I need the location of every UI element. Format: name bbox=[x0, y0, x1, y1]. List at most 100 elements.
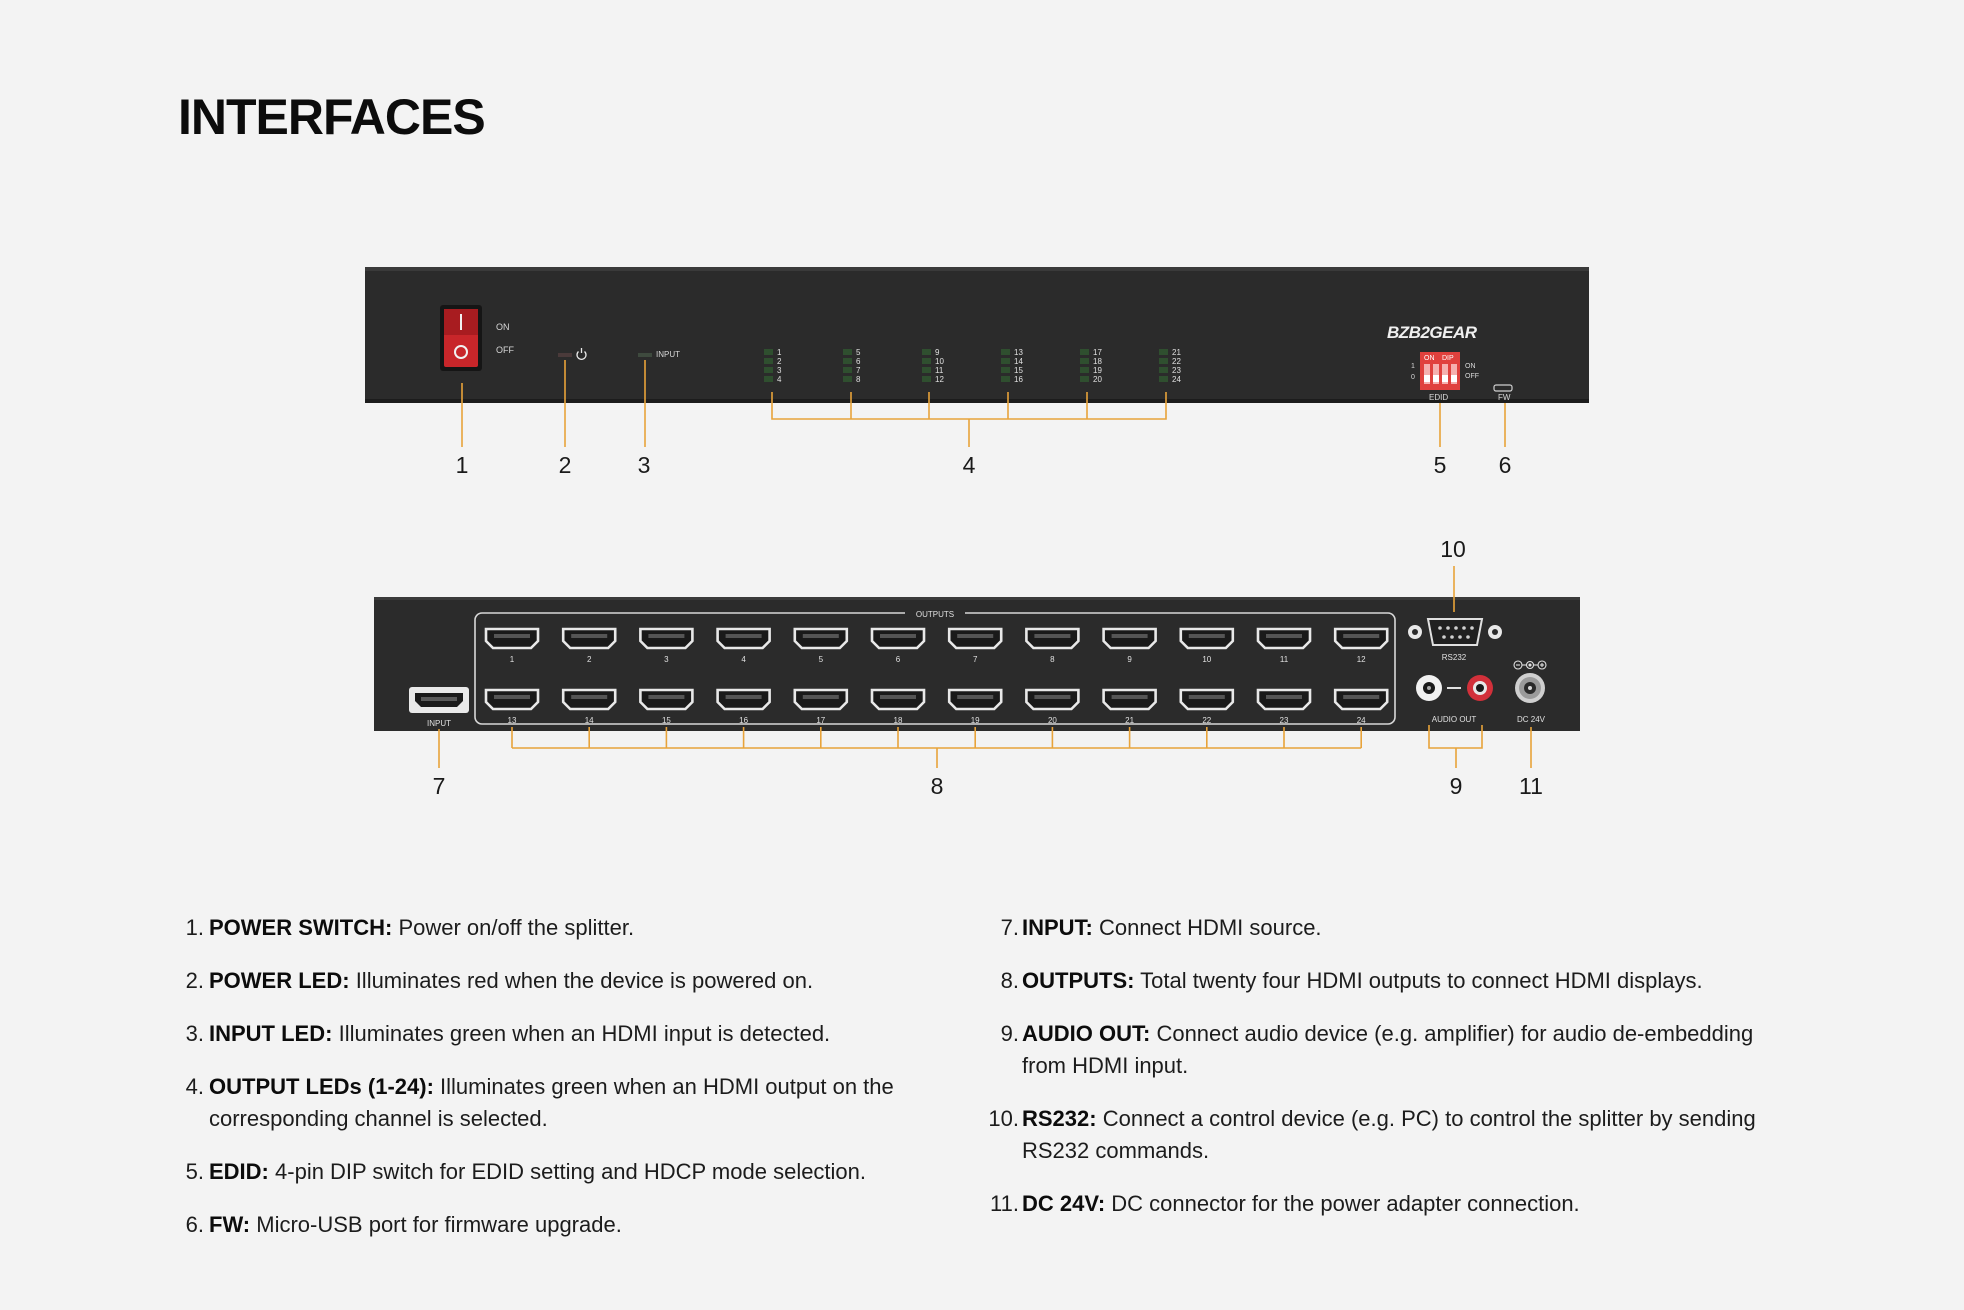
hdmi-output-port[interactable]: 14 bbox=[561, 688, 617, 725]
hdmi-output-label: 23 bbox=[1280, 716, 1289, 725]
interfaces-diagram: ON OFF INPUT 123456789101112131415161718… bbox=[365, 267, 1589, 799]
hdmi-output-port[interactable]: 4 bbox=[716, 627, 771, 664]
legend-item-term: POWER SWITCH: bbox=[209, 915, 393, 940]
dc-polarity-icon bbox=[1513, 660, 1547, 670]
hdmi-output-port[interactable]: 2 bbox=[561, 627, 617, 664]
audio-out-label: AUDIO OUT bbox=[1432, 715, 1477, 724]
output-led-label: 9 bbox=[935, 348, 940, 357]
switch-off-label: OFF bbox=[496, 345, 514, 355]
output-led bbox=[843, 367, 852, 373]
legend-item-number: 2. bbox=[185, 968, 204, 993]
hdmi-output-port[interactable]: 11 bbox=[1256, 627, 1312, 664]
legend-item-term: POWER LED: bbox=[209, 968, 350, 993]
front-callout-lines bbox=[461, 360, 1506, 447]
hdmi-output-label: 1 bbox=[510, 655, 515, 664]
outputs-bracket bbox=[511, 727, 1362, 768]
output-led-label: 4 bbox=[777, 375, 782, 384]
hdmi-output-port[interactable]: 16 bbox=[716, 688, 771, 725]
legend-item: 7.INPUT: Connect HDMI source. bbox=[991, 912, 1791, 944]
hdmi-output-label: 9 bbox=[1127, 655, 1132, 664]
output-led-label: 10 bbox=[935, 357, 944, 366]
legend-item-term: EDID: bbox=[209, 1159, 269, 1184]
hdmi-output-port[interactable]: 15 bbox=[639, 688, 694, 725]
hdmi-output-port[interactable]: 9 bbox=[1102, 627, 1157, 664]
front-input-label: INPUT bbox=[656, 350, 680, 359]
hdmi-output-port[interactable]: 12 bbox=[1333, 627, 1389, 664]
hdmi-output-port[interactable]: 20 bbox=[1025, 688, 1080, 725]
legend-right-list: 7.INPUT: Connect HDMI source. 8.OUTPUTS:… bbox=[988, 912, 1791, 1241]
hdmi-output-label: 14 bbox=[585, 716, 594, 725]
legend-item-number: 5. bbox=[185, 1159, 204, 1184]
hdmi-output-port[interactable]: 24 bbox=[1333, 688, 1389, 725]
dc-24v-port[interactable] bbox=[1515, 673, 1545, 703]
callout-3: 3 bbox=[638, 452, 651, 478]
dip-row-0-label: 0 bbox=[1411, 374, 1415, 381]
output-led bbox=[1080, 367, 1089, 373]
legend-item: 3.INPUT LED: Illuminates green when an H… bbox=[178, 1018, 938, 1050]
hdmi-output-label: 20 bbox=[1048, 716, 1057, 725]
hdmi-output-port[interactable]: 10 bbox=[1179, 627, 1235, 664]
hdmi-output-label: 10 bbox=[1202, 655, 1211, 664]
hdmi-output-port[interactable]: 1 bbox=[484, 627, 540, 664]
audio-out-red-jack[interactable] bbox=[1467, 675, 1493, 701]
hdmi-output-port[interactable]: 17 bbox=[793, 688, 849, 725]
output-led bbox=[843, 349, 852, 355]
power-led bbox=[558, 353, 572, 357]
hdmi-output-port[interactable]: 23 bbox=[1256, 688, 1312, 725]
legend-item-desc: Micro-USB port for firmware upgrade. bbox=[256, 1212, 622, 1237]
callout-1: 1 bbox=[456, 452, 469, 478]
hdmi-output-port[interactable]: 8 bbox=[1025, 627, 1080, 664]
page-title: INTERFACES bbox=[178, 89, 486, 145]
legend-item-number: 9. bbox=[1000, 1021, 1019, 1046]
output-led-label: 17 bbox=[1093, 348, 1102, 357]
hdmi-input-port[interactable] bbox=[409, 687, 469, 713]
hdmi-output-label: 21 bbox=[1125, 716, 1134, 725]
fw-label: FW bbox=[1498, 393, 1511, 402]
output-led-label: 8 bbox=[856, 375, 861, 384]
fw-micro-usb-port[interactable] bbox=[1493, 384, 1513, 392]
audio-out-white-jack[interactable] bbox=[1416, 675, 1442, 701]
edid-dip-switch[interactable]: ON DIP bbox=[1420, 352, 1460, 390]
output-led-label: 12 bbox=[935, 375, 944, 384]
output-led bbox=[1001, 376, 1010, 382]
legend-item-desc: 4-pin DIP switch for EDID setting and HD… bbox=[275, 1159, 867, 1184]
output-led-label: 24 bbox=[1172, 375, 1181, 384]
callout-7: 7 bbox=[433, 773, 446, 799]
legend-item-term: OUTPUTS: bbox=[1022, 968, 1135, 993]
legend-item-term: FW: bbox=[209, 1212, 251, 1237]
dip-side-on-label: ON bbox=[1465, 363, 1476, 370]
hdmi-output-port[interactable]: 19 bbox=[947, 688, 1003, 725]
hdmi-output-label: 11 bbox=[1280, 655, 1289, 664]
legend-item-desc: Connect a control device (e.g. PC) to co… bbox=[1022, 1106, 1756, 1163]
rs232-port[interactable] bbox=[1426, 618, 1484, 646]
hdmi-output-port[interactable]: 18 bbox=[870, 688, 926, 725]
dip-row-1-label: 1 bbox=[1411, 363, 1415, 370]
hdmi-output-port[interactable]: 21 bbox=[1102, 688, 1157, 725]
hdmi-output-port[interactable]: 5 bbox=[793, 627, 849, 664]
output-led bbox=[1080, 358, 1089, 364]
hdmi-output-port[interactable]: 13 bbox=[484, 688, 540, 725]
hdmi-output-port[interactable]: 6 bbox=[870, 627, 926, 664]
output-led-label: 6 bbox=[856, 357, 861, 366]
output-led-label: 3 bbox=[777, 366, 782, 375]
front-panel-body bbox=[365, 267, 1589, 403]
output-led bbox=[764, 376, 773, 382]
edid-label: EDID bbox=[1429, 393, 1448, 402]
output-led bbox=[1080, 349, 1089, 355]
hdmi-output-label: 19 bbox=[971, 716, 980, 725]
legend-item: 5.EDID: 4-pin DIP switch for EDID settin… bbox=[178, 1156, 938, 1188]
power-switch[interactable] bbox=[440, 305, 482, 371]
hdmi-output-port[interactable]: 7 bbox=[947, 627, 1003, 664]
hdmi-output-port[interactable]: 22 bbox=[1179, 688, 1235, 725]
legend-item-desc: Illuminates green when an HDMI output on… bbox=[209, 1074, 894, 1131]
hdmi-output-label: 24 bbox=[1357, 716, 1366, 725]
hdmi-output-port[interactable]: 3 bbox=[639, 627, 694, 664]
legend-item-desc: Connect audio device (e.g. amplifier) fo… bbox=[1022, 1021, 1754, 1078]
output-led bbox=[1001, 349, 1010, 355]
output-led bbox=[922, 349, 931, 355]
